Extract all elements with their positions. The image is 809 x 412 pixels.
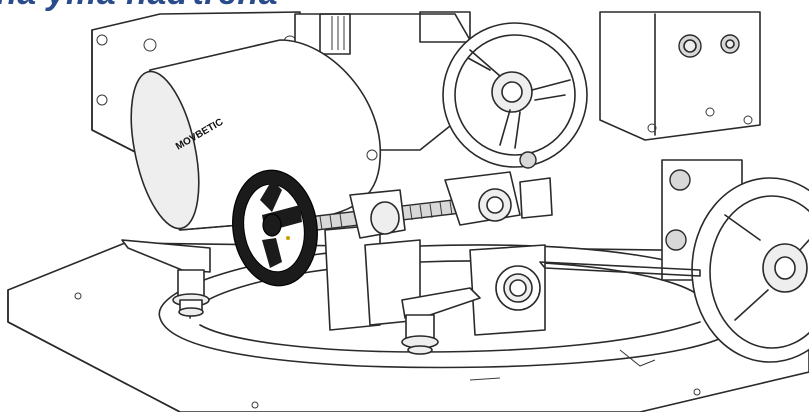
clamp-lever-center bbox=[401, 287, 481, 355]
lead-screw bbox=[299, 171, 553, 239]
control-box bbox=[599, 11, 761, 141]
black-handwheel bbox=[232, 169, 318, 287]
right-handwheel bbox=[661, 159, 809, 363]
page-heading: ná ýmá náďtrená bbox=[0, 0, 278, 13]
angle-pointer bbox=[539, 261, 701, 277]
upper-handwheel bbox=[442, 22, 588, 169]
motor: MOVBETIC bbox=[130, 39, 381, 231]
clamp-lever-left bbox=[121, 239, 211, 317]
